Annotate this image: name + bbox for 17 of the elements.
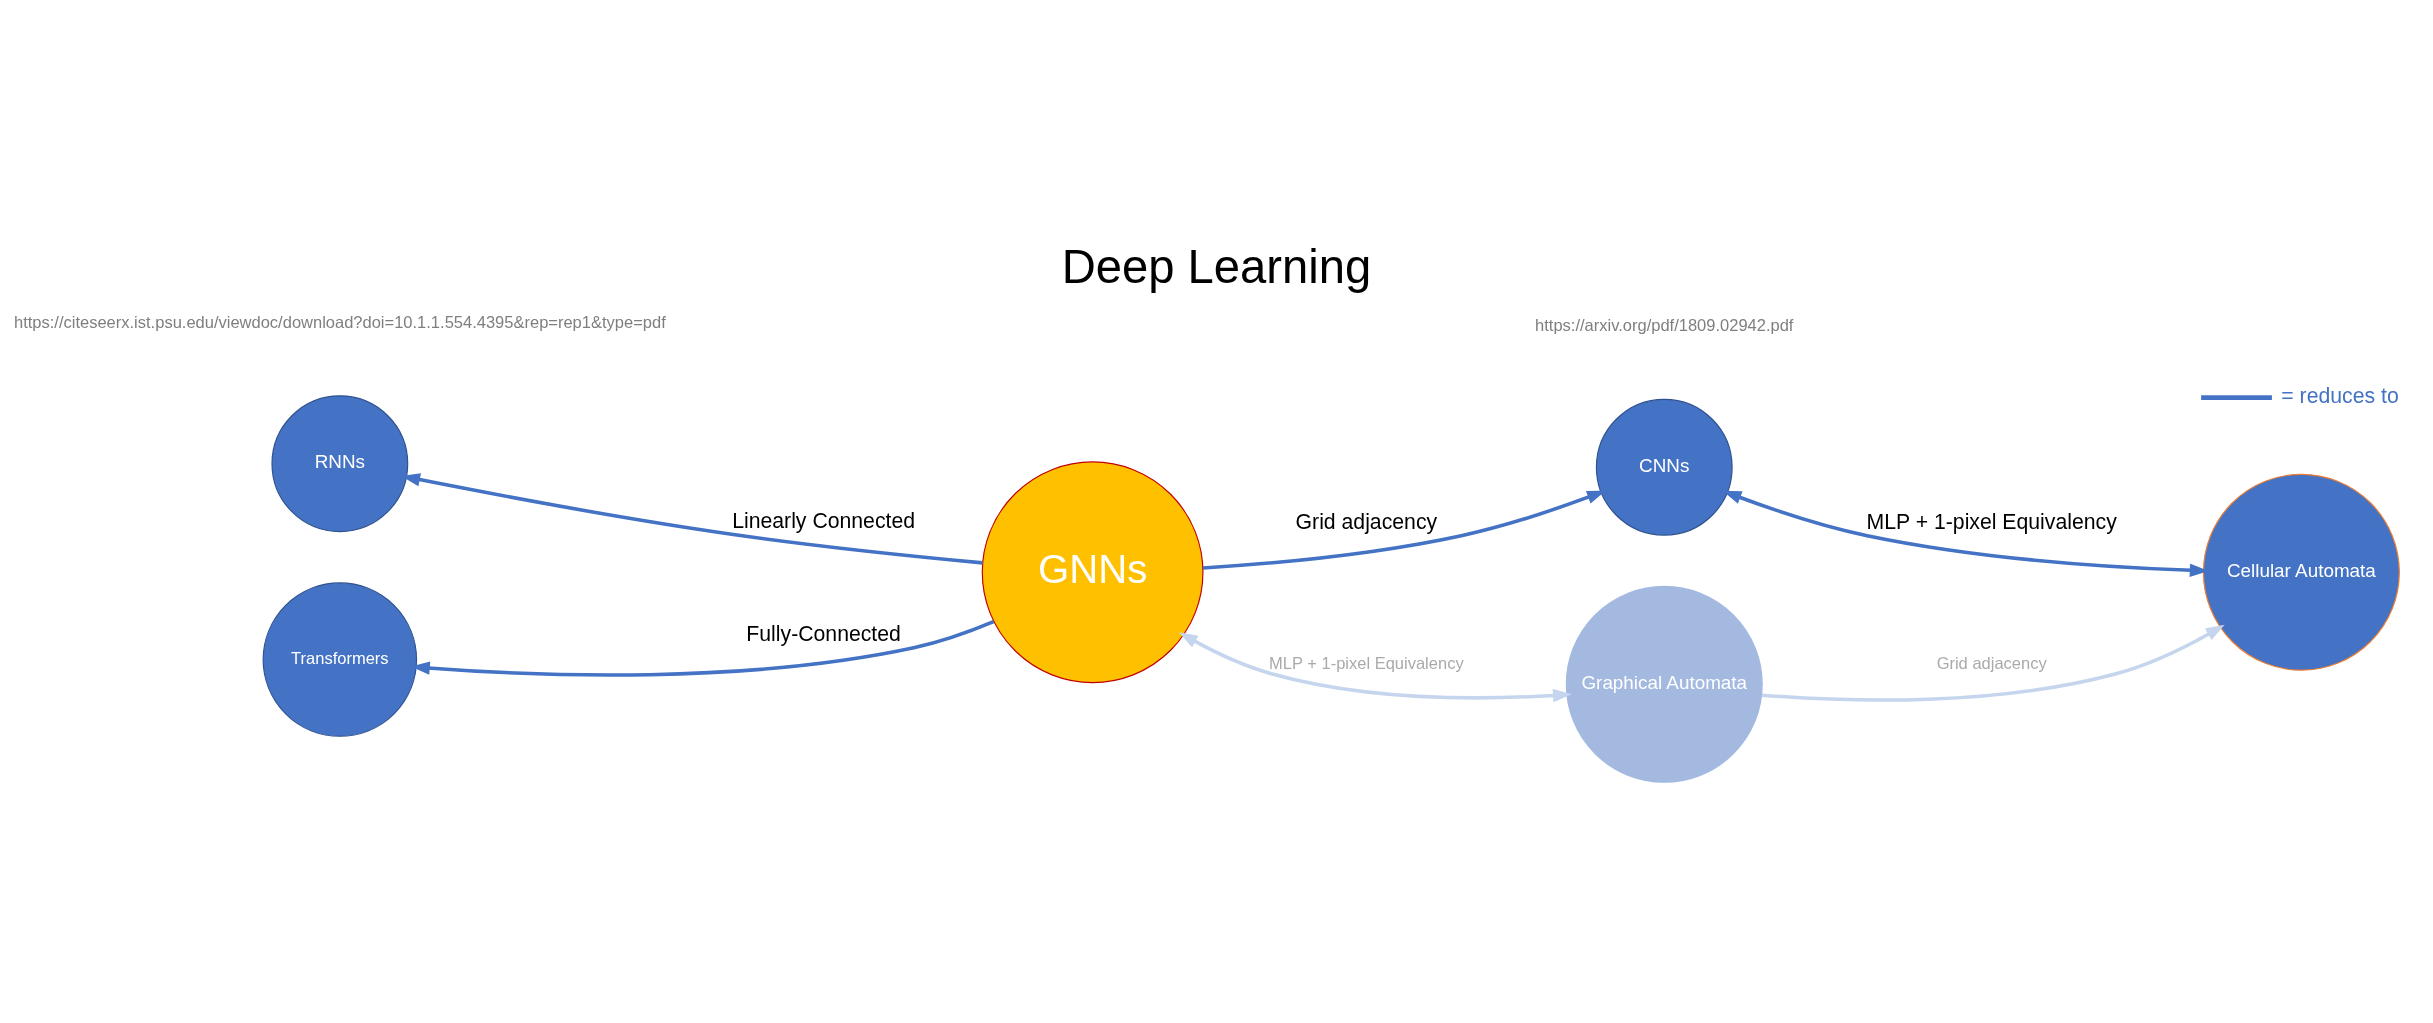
edge-label: MLP + 1-pixel Equivalency [1866,510,2117,534]
node-circle: Graphical Automata [1565,585,1763,783]
diagram-title: Deep Learning [1061,240,1372,294]
arrow [1178,632,1572,703]
node-circle: Transformers [262,582,418,737]
edge-label: Fully-Connected [746,622,901,646]
edge-label: MLP + 1-pixel Equivalency [1269,654,1464,673]
edge-label: Grid adjacency [1295,510,1438,534]
edge-label: Grid adjacency [1936,654,2047,673]
node-circle: CNNs [1595,398,1733,536]
node-circle: RNNs [271,395,409,533]
edge-label: Linearly Connected [732,508,916,532]
arrow [1761,624,2225,702]
legend-label: = reduces to [2281,383,2399,407]
node-circle: GNNs [981,461,1204,684]
label: https://citeseerx.ist.psu.edu/viewdoc/download?doi=10.1.1.554.4395&rep=rep1&type=pdf [13,312,666,331]
label: https://arxiv.org/pdf/1809.02942.pdf [1535,316,1794,335]
